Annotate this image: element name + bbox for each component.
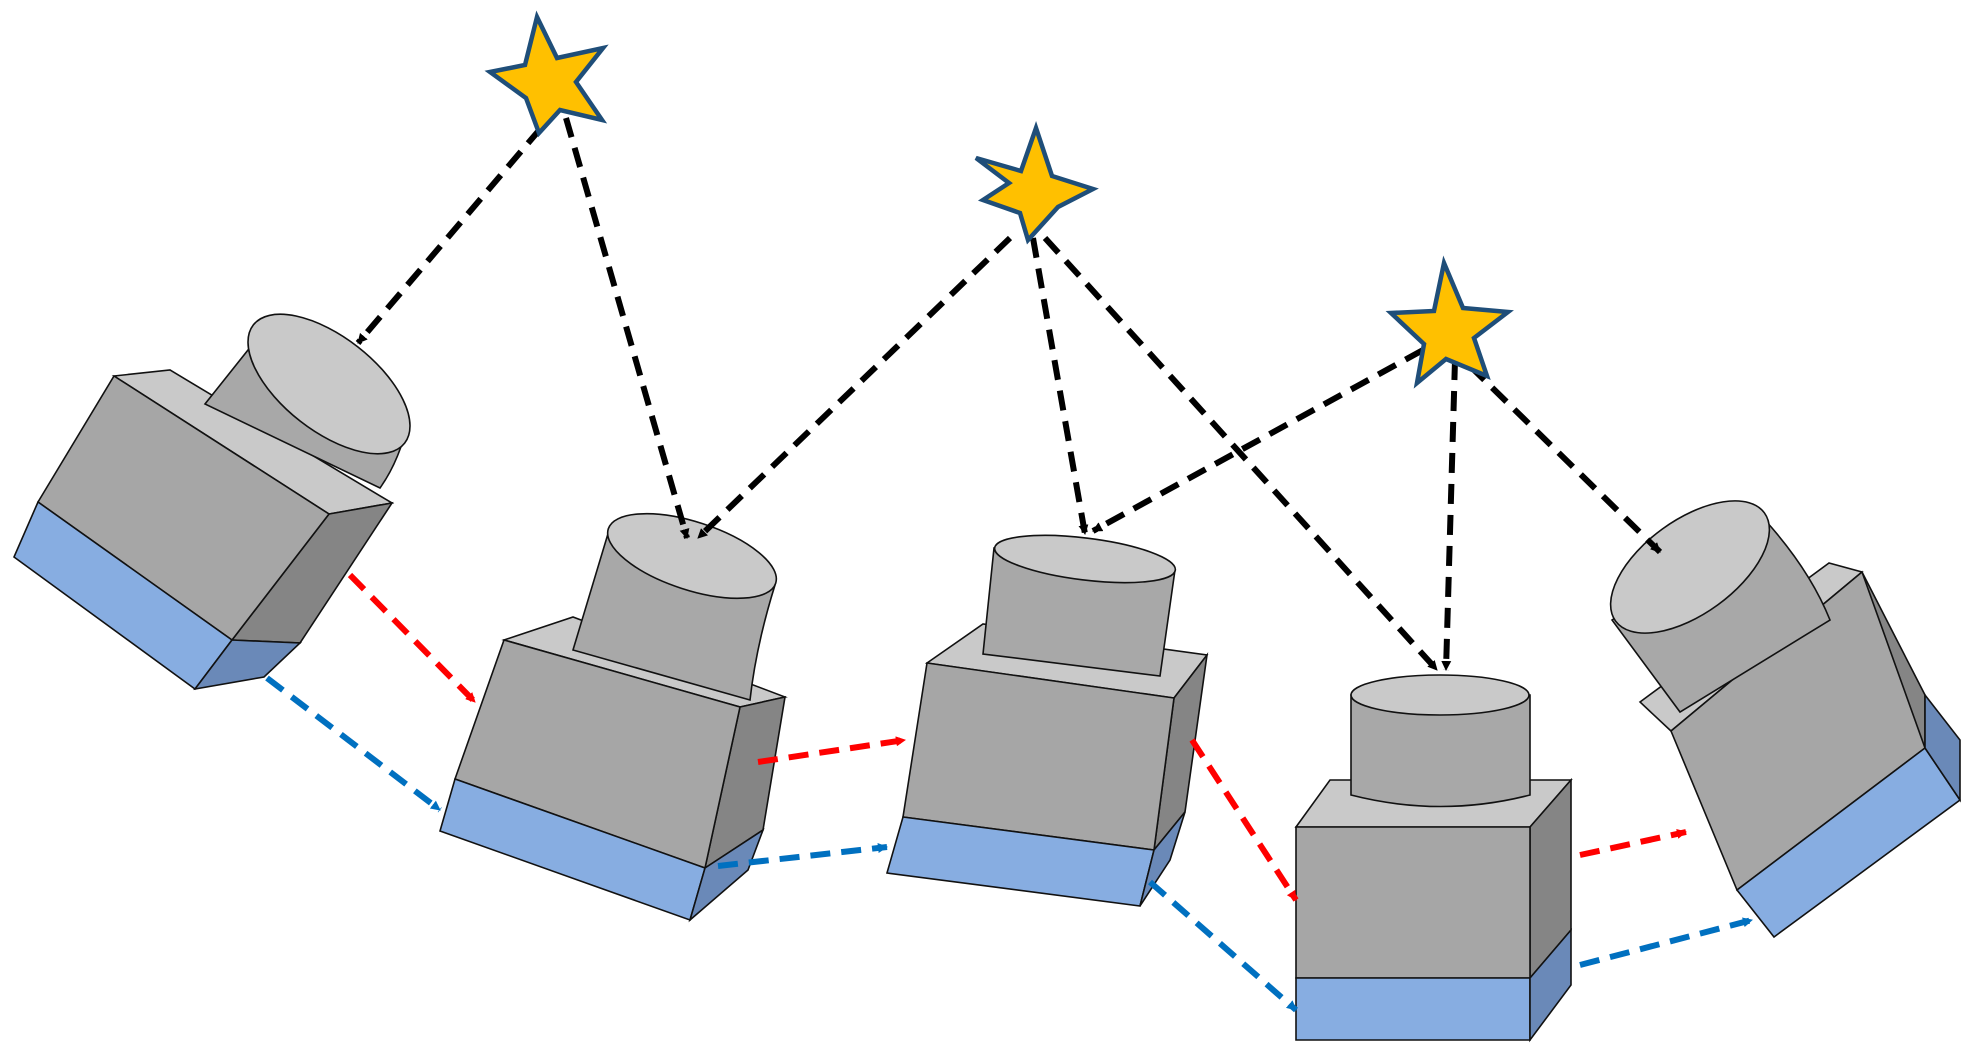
camera-icon xyxy=(13,313,411,691)
observation-arrow xyxy=(355,126,544,345)
blue-arrow xyxy=(717,843,888,869)
observation-arrow xyxy=(695,235,1013,541)
star-icon xyxy=(974,121,1099,245)
red-pose-links xyxy=(347,572,1687,902)
blue-pose-links xyxy=(265,675,1753,1013)
blue-arrow xyxy=(1148,879,1298,1013)
camera-icon xyxy=(439,512,788,923)
observation-arrow xyxy=(563,117,690,539)
observation-arrow xyxy=(1030,237,1089,535)
landmarks xyxy=(484,10,1514,389)
observation-arrow xyxy=(1467,363,1663,555)
observation-arrow xyxy=(1091,347,1425,534)
observation-arrow xyxy=(1441,359,1458,671)
red-arrow xyxy=(1579,829,1687,858)
landmark-observation-arrows xyxy=(355,117,1663,673)
star-icon xyxy=(484,10,609,138)
camera-icon xyxy=(1609,500,1962,939)
camera-icon xyxy=(1294,674,1573,1043)
camera-poses xyxy=(13,313,1962,1043)
red-arrow xyxy=(347,572,478,705)
red-arrow xyxy=(757,736,906,765)
star-icon xyxy=(1385,255,1514,389)
camera-icon xyxy=(885,534,1209,907)
red-arrow xyxy=(1189,738,1299,902)
observation-arrow xyxy=(1042,235,1440,673)
blue-arrow xyxy=(265,675,442,813)
blue-arrow xyxy=(1579,917,1753,968)
